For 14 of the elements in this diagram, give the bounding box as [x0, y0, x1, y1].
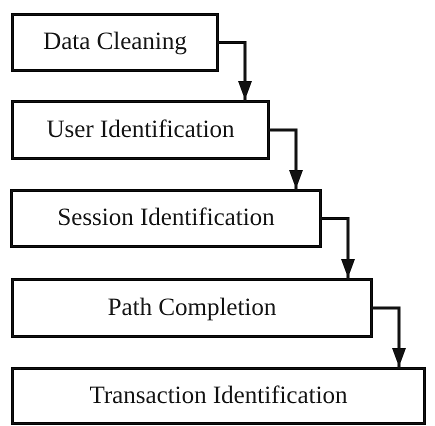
step-label: Path Completion [108, 294, 276, 322]
arrow [322, 217, 355, 278]
step-label: Session Identification [57, 204, 275, 233]
arrow [219, 41, 252, 100]
process-box [11, 13, 219, 72]
process-box [11, 367, 426, 425]
arrow [270, 128, 303, 189]
step-label: Data Cleaning [43, 28, 187, 57]
arrow [373, 306, 406, 367]
process-box [11, 100, 270, 160]
step-label: Transaction Identification [89, 382, 348, 410]
process-box [11, 278, 373, 338]
process-box [10, 189, 322, 248]
step-label: User Identification [46, 116, 235, 144]
